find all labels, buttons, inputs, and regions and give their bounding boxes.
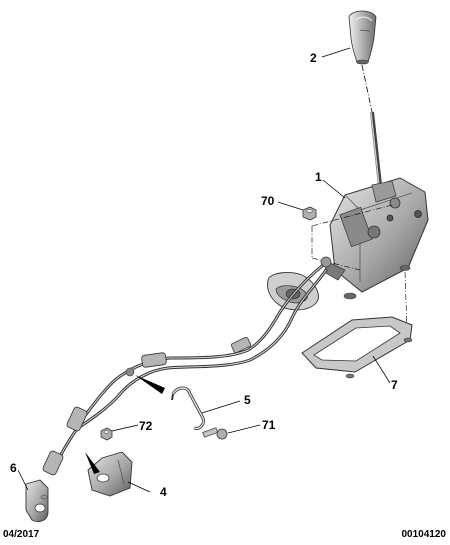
knob-assembly-line	[361, 64, 373, 113]
callout-72: 72	[139, 419, 153, 433]
direction-arrows	[85, 375, 165, 474]
callout-1: 1	[315, 170, 322, 184]
housing-alignment-lines	[311, 204, 408, 331]
bolt-71	[202, 427, 228, 440]
cable-fittings	[42, 336, 252, 476]
gear-shift-housing	[323, 177, 429, 300]
callout-71: 71	[262, 418, 276, 432]
callout-4: 4	[160, 485, 167, 499]
gear-knob	[348, 10, 377, 65]
retaining-clip-5	[171, 386, 205, 430]
footer-date: 04/2017	[3, 529, 40, 540]
leader-lines	[17, 47, 391, 493]
cable-end-6	[25, 479, 49, 523]
gear-lever-rod	[370, 111, 382, 186]
callout-5: 5	[244, 393, 251, 407]
base-plate-7	[301, 316, 413, 379]
callout-6: 6	[10, 461, 17, 475]
callout-70: 70	[261, 194, 275, 208]
callout-2: 2	[310, 51, 317, 65]
callout-7: 7	[391, 378, 398, 392]
nut-70	[302, 206, 317, 221]
nut-72	[100, 427, 113, 441]
footer-reference: 00104120	[401, 529, 447, 540]
cable-bracket-4	[87, 451, 133, 497]
